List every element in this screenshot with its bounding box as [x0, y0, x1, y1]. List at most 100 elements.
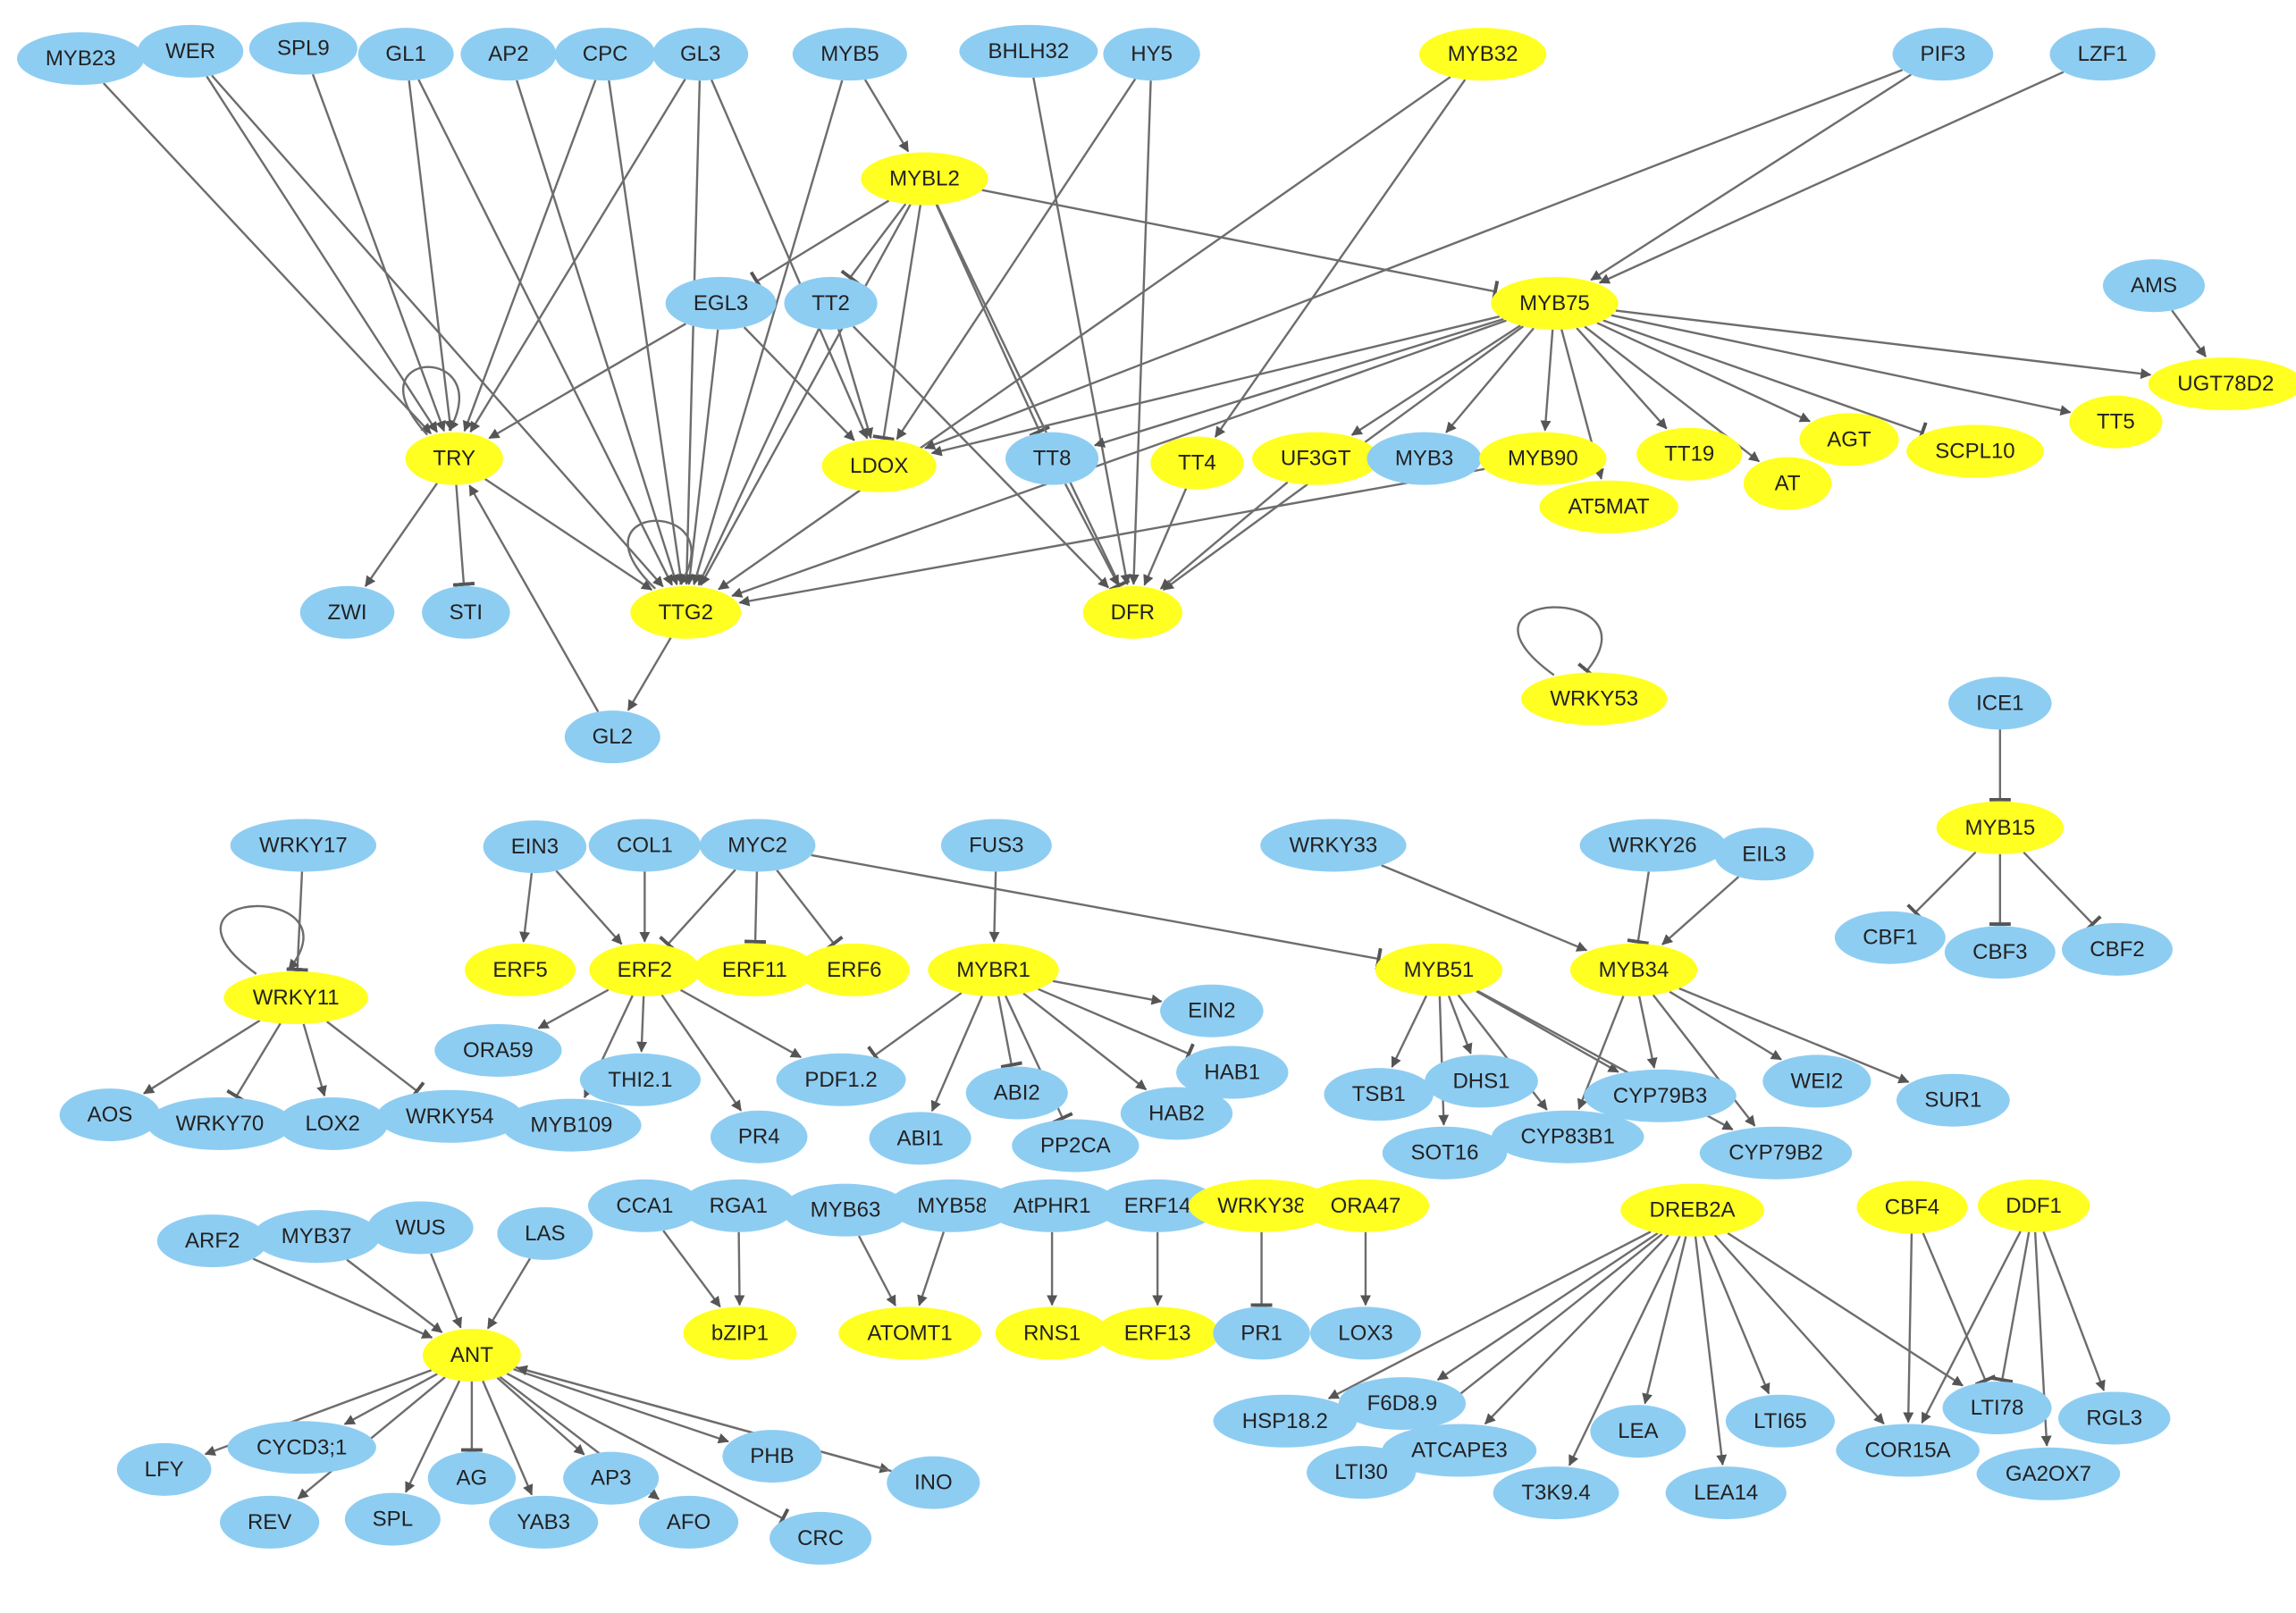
node-tt2[interactable]: TT2 [784, 276, 878, 330]
node-rga1[interactable]: RGA1 [681, 1179, 796, 1232]
node-myb90[interactable]: MYB90 [1479, 432, 1607, 485]
node-col1[interactable]: COL1 [588, 819, 702, 872]
node-cycd3-1[interactable]: CYCD3;1 [227, 1421, 376, 1474]
node-hab1[interactable]: HAB1 [1176, 1046, 1289, 1099]
node-erf6[interactable]: ERF6 [798, 943, 910, 996]
node-myb34[interactable]: MYB34 [1569, 943, 1698, 996]
node-ora59[interactable]: ORA59 [434, 1023, 562, 1077]
node-sot16[interactable]: SOT16 [1382, 1126, 1508, 1180]
node-cor15a[interactable]: COR15A [1836, 1424, 1980, 1477]
node-cca1[interactable]: CCA1 [587, 1179, 702, 1232]
node-aos[interactable]: AOS [59, 1088, 161, 1142]
node-myb109[interactable]: MYB109 [501, 1098, 642, 1152]
node-myb37[interactable]: MYB37 [252, 1210, 381, 1264]
node-wer[interactable]: WER [137, 24, 244, 78]
node-zwi[interactable]: ZWI [299, 585, 395, 639]
node-phb[interactable]: PHB [722, 1430, 822, 1483]
node-lzf1[interactable]: LZF1 [2049, 28, 2156, 81]
node-try[interactable]: TRY [405, 432, 503, 485]
node-lox3[interactable]: LOX3 [1309, 1306, 1421, 1360]
node-erf5[interactable]: ERF5 [465, 943, 576, 996]
node-ldox[interactable]: LDOX [821, 439, 937, 492]
node-myb32[interactable]: MYB32 [1418, 28, 1547, 81]
node-egl3[interactable]: EGL3 [665, 276, 777, 330]
node-cbf2[interactable]: CBF2 [2062, 922, 2173, 976]
node-wrky11[interactable]: WRKY11 [223, 970, 368, 1024]
node-hsp18-2[interactable]: HSP18.2 [1213, 1394, 1358, 1448]
node-myb51[interactable]: MYB51 [1375, 943, 1503, 996]
node-ugt78d2[interactable]: UGT78D2 [2148, 357, 2296, 411]
node-arf2[interactable]: ARF2 [156, 1214, 268, 1268]
node-hy5[interactable]: HY5 [1103, 28, 1200, 81]
node-f6d8-9[interactable]: F6D8.9 [1338, 1377, 1467, 1431]
node-ino[interactable]: INO [887, 1456, 980, 1509]
node-at5mat[interactable]: AT5MAT [1539, 480, 1678, 533]
node-lti78[interactable]: LTI78 [1942, 1381, 2052, 1435]
node-sur1[interactable]: SUR1 [1896, 1073, 2010, 1127]
node-ice1[interactable]: ICE1 [1948, 676, 2052, 730]
node-hab2[interactable]: HAB2 [1120, 1087, 1233, 1140]
node-ein2[interactable]: EIN2 [1160, 984, 1264, 1038]
node-afo[interactable]: AFO [638, 1495, 739, 1549]
node-bzip1[interactable]: bZIP1 [683, 1306, 797, 1360]
node-erf11[interactable]: ERF11 [694, 943, 816, 996]
node-mybr1[interactable]: MYBR1 [928, 943, 1059, 996]
node-myb3[interactable]: MYB3 [1367, 432, 1482, 485]
node-ga2ox7[interactable]: GA2OX7 [1976, 1447, 2121, 1500]
node-tt19[interactable]: TT19 [1636, 427, 1743, 481]
node-myb15[interactable]: MYB15 [1936, 801, 2065, 854]
node-fus3[interactable]: FUS3 [940, 819, 1052, 872]
node-cbf1[interactable]: CBF1 [1834, 911, 1946, 964]
node-crc[interactable]: CRC [770, 1511, 872, 1565]
node-las[interactable]: LAS [497, 1206, 593, 1260]
node-cpc[interactable]: CPC [554, 28, 656, 81]
node-atomt1[interactable]: ATOMT1 [838, 1306, 981, 1360]
node-tt5[interactable]: TT5 [2069, 395, 2163, 449]
node-cyp83b1[interactable]: CYP83B1 [1491, 1110, 1644, 1164]
node-tt8[interactable]: TT8 [1005, 432, 1099, 485]
node-wrky26[interactable]: WRKY26 [1579, 819, 1727, 872]
node-myb5[interactable]: MYB5 [792, 28, 907, 81]
node-erf14[interactable]: ERF14 [1096, 1179, 1220, 1232]
node-bhlh32[interactable]: BHLH32 [959, 24, 1098, 78]
node-wrky38[interactable]: WRKY38 [1188, 1179, 1335, 1232]
node-lea14[interactable]: LEA14 [1665, 1466, 1787, 1520]
node-gl2[interactable]: GL2 [564, 710, 660, 764]
node-thi2-1[interactable]: THI2.1 [579, 1053, 702, 1106]
node-myb58[interactable]: MYB58 [888, 1179, 1016, 1232]
node-dhs1[interactable]: DHS1 [1425, 1054, 1538, 1108]
node-ant[interactable]: ANT [422, 1328, 521, 1382]
node-dreb2a[interactable]: DREB2A [1620, 1183, 1764, 1237]
node-mybl2[interactable]: MYBL2 [861, 152, 988, 206]
node-myb75[interactable]: MYB75 [1491, 276, 1619, 330]
node-ttg2[interactable]: TTG2 [630, 585, 742, 639]
node-erf2[interactable]: ERF2 [589, 943, 701, 996]
node-yab3[interactable]: YAB3 [489, 1495, 599, 1549]
node-ora47[interactable]: ORA47 [1301, 1179, 1430, 1232]
node-myc2[interactable]: MYC2 [699, 819, 816, 872]
node-atphr1[interactable]: AtPHR1 [984, 1179, 1120, 1232]
node-agt[interactable]: AGT [1799, 413, 1899, 466]
node-dfr[interactable]: DFR [1082, 585, 1182, 639]
node-pdf1-2[interactable]: PDF1.2 [776, 1053, 906, 1106]
node-tsb1[interactable]: TSB1 [1324, 1068, 1434, 1122]
node-spl[interactable]: SPL [344, 1492, 441, 1546]
node-ag[interactable]: AG [427, 1451, 517, 1505]
node-cyp79b2[interactable]: CYP79B2 [1699, 1126, 1853, 1180]
node-ap3[interactable]: AP3 [563, 1451, 660, 1505]
node-ein3[interactable]: EIN3 [483, 820, 587, 874]
node-tt4[interactable]: TT4 [1150, 436, 1244, 490]
node-pr4[interactable]: PR4 [711, 1110, 808, 1164]
node-ddf1[interactable]: DDF1 [1977, 1179, 2090, 1232]
node-t3k9-4[interactable]: T3K9.4 [1493, 1466, 1619, 1520]
node-cbf4[interactable]: CBF4 [1856, 1180, 1968, 1234]
node-gl3[interactable]: GL3 [652, 28, 749, 81]
node-uf3gt[interactable]: UF3GT [1252, 432, 1380, 485]
node-wei2[interactable]: WEI2 [1762, 1054, 1871, 1108]
node-cbf3[interactable]: CBF3 [1944, 926, 2056, 979]
node-at[interactable]: AT [1743, 457, 1832, 510]
node-spl9[interactable]: SPL9 [248, 21, 357, 75]
node-wrky33[interactable]: WRKY33 [1260, 819, 1407, 872]
node-eil3[interactable]: EIL3 [1714, 828, 1814, 881]
node-myb63[interactable]: MYB63 [781, 1183, 910, 1237]
